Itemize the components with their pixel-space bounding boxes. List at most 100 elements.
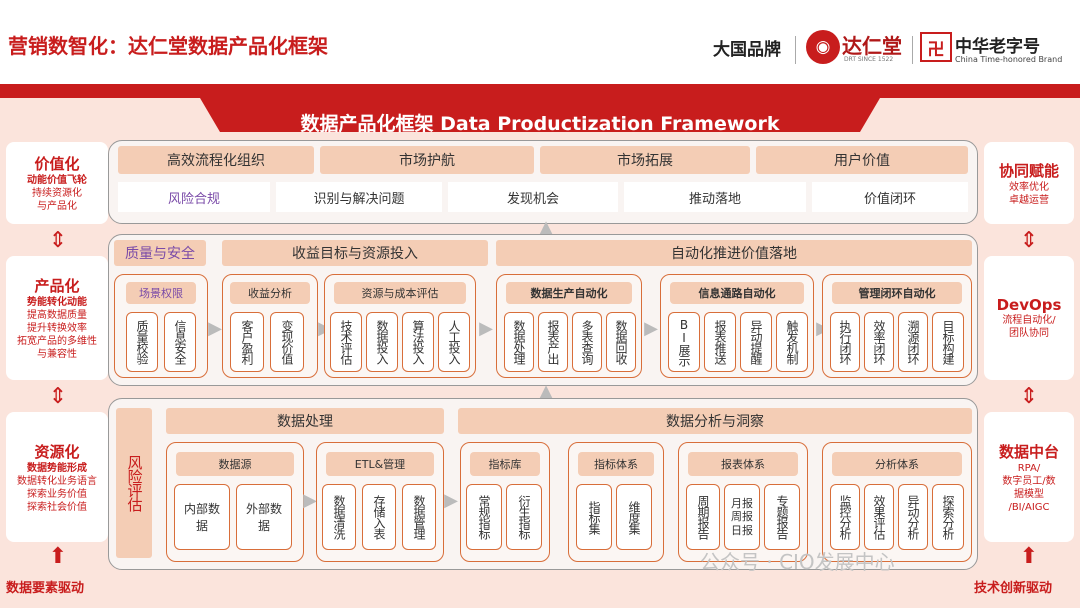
side-text: 探索社会价值 <box>27 501 87 513</box>
side-subtitle: 动能价值飞轮 <box>27 175 87 186</box>
side-text: 据模型 <box>1014 488 1044 500</box>
bot-group-title: 分析体系 <box>832 452 962 476</box>
right-arrow-icon: ▶ <box>208 317 222 339</box>
footer-left: 数据要素驱动 <box>6 581 85 596</box>
mid-cell: 变现价值 <box>270 312 304 372</box>
side-card-product: 产品化 势能转化动能 提高数据质量 提升转换效率 拓宽产品的多维性 与兼容性 <box>6 256 108 380</box>
bot-cell: 月报周报日报 <box>724 484 760 550</box>
mid-cell: 报表推送 <box>704 312 736 372</box>
bot-cell: 数据管理 <box>402 484 436 550</box>
bot-cell: 数据清洗 <box>322 484 356 550</box>
bot-cell: 效果评估 <box>864 484 894 550</box>
top-head: 市场护航 <box>320 146 534 174</box>
side-title: 产品化 <box>34 277 80 295</box>
bot-cell: 监控分析 <box>830 484 860 550</box>
bot-head: 数据分析与洞察 <box>458 408 972 434</box>
bot-cell: 周期报告 <box>686 484 720 550</box>
side-subtitle: 势能转化动能 <box>27 297 87 308</box>
side-text: 探索业务价值 <box>27 488 87 500</box>
mid-head: 收益目标与资源投入 <box>222 240 488 266</box>
bot-group-title: ETL&管理 <box>326 452 434 476</box>
top-head: 用户价值 <box>756 146 968 174</box>
mid-group-title: 场景权限 <box>126 282 196 304</box>
right-arrow-icon: ▶ <box>303 489 317 511</box>
mid-cell: 溯源闭环 <box>898 312 928 372</box>
mid-cell: 多表查询 <box>572 312 602 372</box>
side-text: 持续资源化 <box>32 188 82 199</box>
mid-cell: 质量校验 <box>126 312 158 372</box>
side-card-synergy: 协同赋能 效率优化 卓越运营 <box>984 142 1074 224</box>
updown-arrow-icon: ⇕ <box>48 383 68 409</box>
up-arrow-icon: ▲ <box>539 216 553 238</box>
side-text: 与产品化 <box>37 201 77 212</box>
side-text: 数字员工/数 <box>1002 475 1056 487</box>
side-title: 价值化 <box>34 155 80 173</box>
brand-time-honored: 中华老字号 <box>955 37 1040 57</box>
top-head: 高效流程化组织 <box>118 146 314 174</box>
mid-group-title: 信息通路自动化 <box>670 282 804 304</box>
up-arrow-icon: ⬆ <box>1019 543 1039 569</box>
mid-group-title: 资源与成本评估 <box>334 282 466 304</box>
mid-cell: 异动提醒 <box>740 312 772 372</box>
mid-cell: 触发机制 <box>776 312 808 372</box>
time-honored-logo-icon: 卍 <box>920 32 952 62</box>
side-text: 数据转化业务语言 <box>17 475 97 487</box>
bot-cell: 探索分析 <box>932 484 964 550</box>
bot-cell: 异动分析 <box>898 484 928 550</box>
watermark: 公众号 · CIO发展中心 <box>700 550 895 574</box>
bot-cell: 维度集 <box>616 484 652 550</box>
side-text: /BI/AIGC <box>1008 501 1050 513</box>
mid-cell: 数据处理 <box>504 312 534 372</box>
brand-time-honored-sub: China Time-honored Brand <box>955 55 1063 64</box>
up-arrow-icon: ▲ <box>539 380 553 402</box>
bot-group-title: 指标库 <box>470 452 540 476</box>
side-card-value: 价值化 动能价值飞轮 持续资源化 与产品化 <box>6 142 108 224</box>
side-card-devops: DevOps 流程自动化/ 团队协同 <box>984 256 1074 380</box>
bot-group-title: 指标体系 <box>578 452 654 476</box>
banner-shape <box>0 84 1080 132</box>
side-text: 与兼容性 <box>37 349 77 360</box>
brand-logo-daguo: 大国品牌 <box>713 39 781 60</box>
bot-group-title: 报表体系 <box>688 452 798 476</box>
mid-cell: 算法投入 <box>402 312 434 372</box>
mid-cell: 技术评估 <box>330 312 362 372</box>
mid-cell: 数据投入 <box>366 312 398 372</box>
mid-cell: 人工投入 <box>438 312 470 372</box>
side-text: 卓越运营 <box>1009 194 1049 206</box>
side-card-datacenter: 数据中台 RPA/ 数字员工/数 据模型 /BI/AIGC <box>984 412 1074 542</box>
mid-cell: 信息安全 <box>164 312 196 372</box>
mid-group-title: 管理闭环自动化 <box>832 282 962 304</box>
bot-cell: 内部数据 <box>174 484 230 550</box>
mid-cell: 目标构建 <box>932 312 964 372</box>
bot-cell: 衍生指标 <box>506 484 542 550</box>
top-head: 市场拓展 <box>540 146 750 174</box>
top-item: 价值闭环 <box>812 182 968 212</box>
mid-cell: 报表产出 <box>538 312 568 372</box>
divider <box>795 36 796 64</box>
side-title: 资源化 <box>34 442 80 461</box>
bot-cell: 存储入表 <box>362 484 396 550</box>
mid-group-title: 收益分析 <box>230 282 310 304</box>
side-text: 拓宽产品的多维性 <box>17 336 97 347</box>
top-item: 风险合规 <box>118 182 270 212</box>
page-title: 营销数智化：达仁堂数据产品化框架 <box>8 34 328 58</box>
side-text: 团队协同 <box>1009 328 1049 339</box>
top-item: 发现机会 <box>448 182 618 212</box>
up-arrow-icon: ⬆ <box>48 543 68 569</box>
mid-cell: BI展示 <box>668 312 700 372</box>
side-title: 数据中台 <box>998 442 1059 461</box>
darentang-logo-icon: ◉ <box>806 30 840 64</box>
right-arrow-icon: ▶ <box>479 317 493 339</box>
bot-cell: 外部数据 <box>236 484 292 550</box>
side-title: 协同赋能 <box>998 161 1059 180</box>
mid-cell: 客户盈利 <box>230 312 264 372</box>
bot-cell: 专题报告 <box>764 484 800 550</box>
updown-arrow-icon: ⇕ <box>48 227 68 253</box>
right-arrow-icon: ▶ <box>444 489 458 511</box>
mid-cell: 数据回收 <box>606 312 636 372</box>
updown-arrow-icon: ⇕ <box>1019 227 1039 253</box>
top-item: 推动落地 <box>624 182 806 212</box>
side-text: 流程自动化/ <box>1002 315 1056 326</box>
footer-right: 技术创新驱动 <box>974 581 1053 596</box>
side-text: 效率优化 <box>1009 181 1049 193</box>
